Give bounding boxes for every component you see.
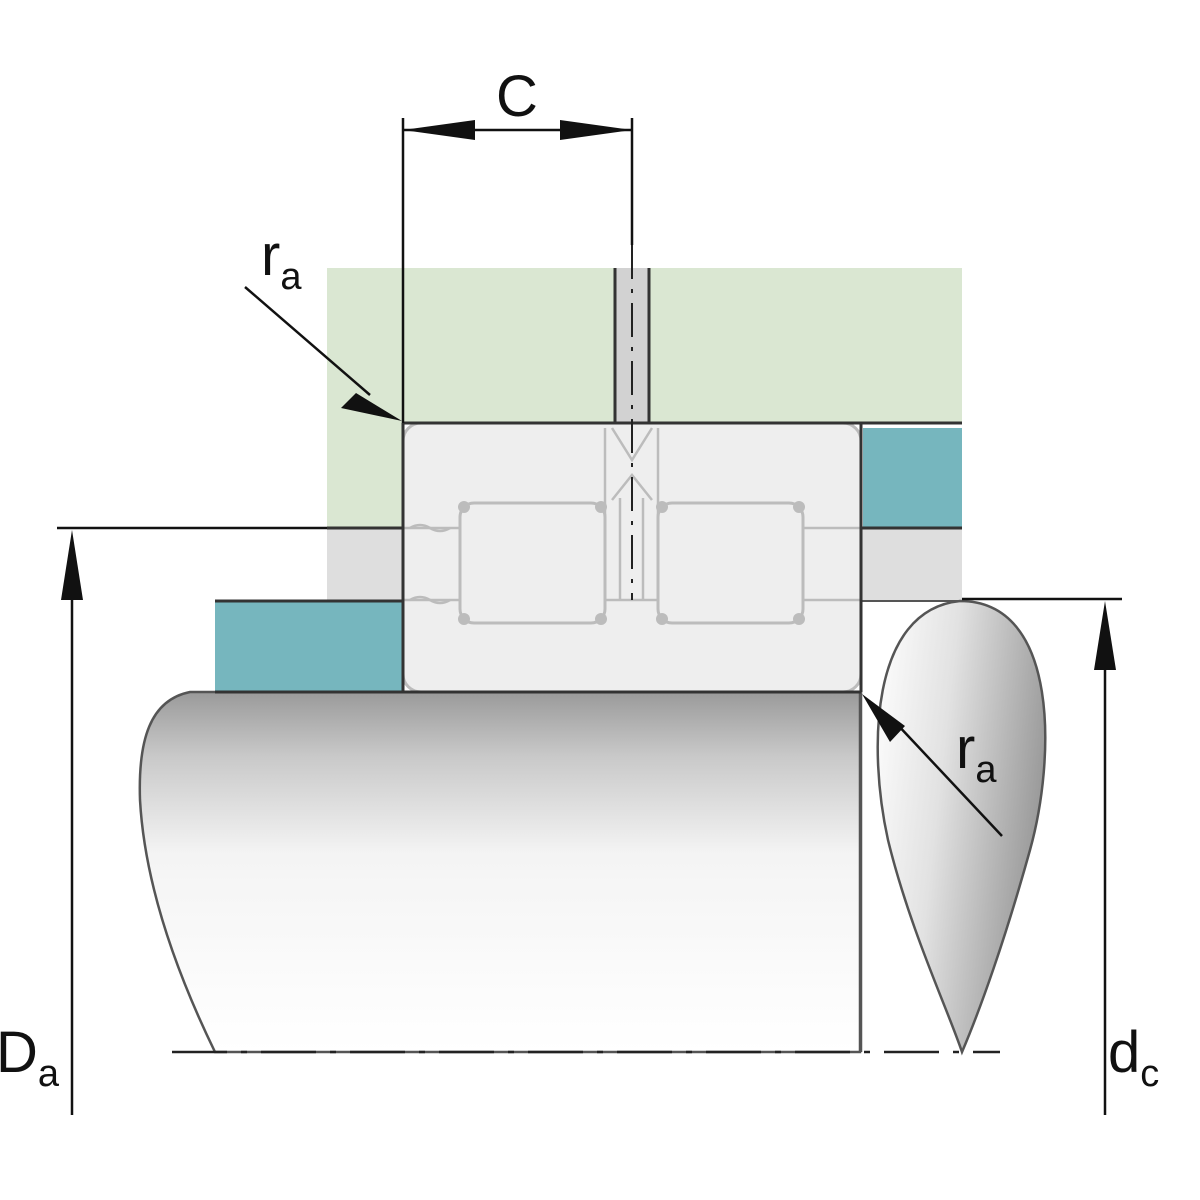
roller-right xyxy=(656,501,805,625)
shaft-body xyxy=(138,690,862,1054)
c-arrow-right xyxy=(560,120,632,140)
label-da: Da xyxy=(0,1020,60,1095)
ra-bottom-leader xyxy=(894,721,1003,837)
label-dc: dc xyxy=(1108,1020,1159,1095)
seal-left xyxy=(215,601,403,692)
seal-right xyxy=(863,428,962,528)
c-arrow-left xyxy=(403,120,475,140)
label-ra-bottom: ra xyxy=(956,716,997,791)
label-c: C xyxy=(496,64,538,129)
da-arrow xyxy=(61,530,83,600)
ra-top-arrow xyxy=(341,393,402,421)
lubrication-groove xyxy=(615,268,649,423)
shaft-end-face xyxy=(876,599,1047,1056)
ra-top-leader xyxy=(244,286,371,396)
component-outlines xyxy=(215,421,962,694)
dc-arrow xyxy=(1094,601,1116,670)
label-ra-top: ra xyxy=(261,223,302,298)
roller-left xyxy=(458,501,607,625)
ra-bottom-arrow xyxy=(862,694,905,742)
